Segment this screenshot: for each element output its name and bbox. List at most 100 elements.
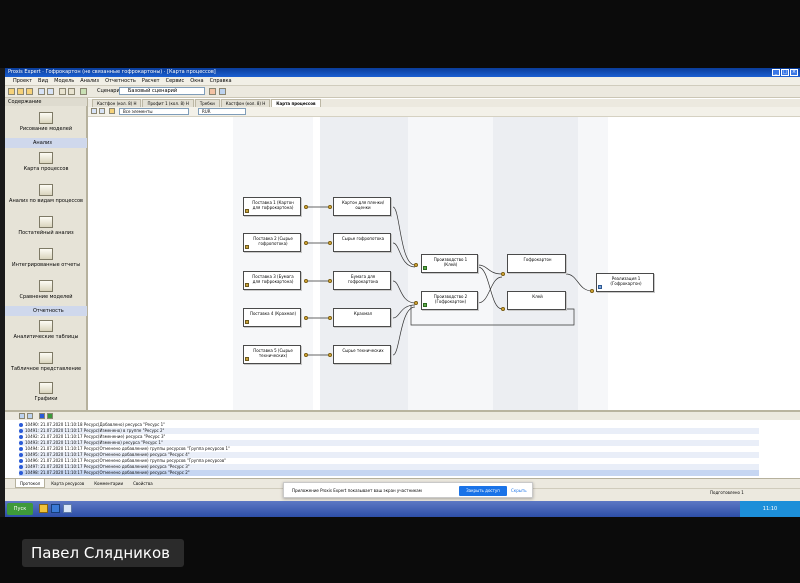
scenario-edit-icon[interactable] <box>209 88 216 95</box>
info-icon <box>19 423 23 427</box>
node-resource-3[interactable]: Бумага для гофрокартона <box>333 271 391 290</box>
production-icon <box>423 303 427 307</box>
app-icon[interactable] <box>63 504 72 513</box>
menu-view[interactable]: Вид <box>38 78 49 84</box>
node-supply-5[interactable]: Поставка 5 (Сырье технических) <box>243 345 301 364</box>
close-icon[interactable]: × <box>790 69 798 76</box>
log-toolbar <box>5 412 800 420</box>
port-icon <box>328 241 332 245</box>
save-icon[interactable] <box>26 88 33 95</box>
log-panel: 10490: 21.07.2020 11:10:18 Ресурс(Добавл… <box>5 410 800 478</box>
node-output-glue[interactable]: Клей <box>507 291 566 310</box>
log-line: 10490: 21.07.2020 11:10:18 Ресурс(Добавл… <box>19 422 759 428</box>
menu-help[interactable]: Справка <box>209 78 232 84</box>
document-area: Кастфон (кол. 8) Н Профит 1 (кол. 8) Н Т… <box>87 98 800 410</box>
sidebar-item-analysis[interactable]: Анализ <box>5 138 87 148</box>
clear-icon[interactable] <box>27 413 33 419</box>
sidebar-item-tabular[interactable]: Табличное представление <box>5 352 87 372</box>
undo-icon[interactable] <box>59 88 66 95</box>
status-text: Подготовлено 1 <box>710 490 744 495</box>
zoom-icon[interactable] <box>109 108 115 114</box>
log-line: 10496: 21.07.2020 11:10:17 Ресурс(Отмене… <box>19 458 759 464</box>
menu-model[interactable]: Модель <box>54 78 75 84</box>
port-icon <box>304 241 308 245</box>
tab-resource-map[interactable]: Карта ресурсов <box>51 481 85 486</box>
node-production-2[interactable]: Производство 2 (Гофрокартон) <box>421 291 478 310</box>
tab-trebki[interactable]: Требки <box>194 99 220 107</box>
filter-icon[interactable] <box>19 413 25 419</box>
browser-icon[interactable] <box>51 504 60 513</box>
node-supply-2[interactable]: Поставка 2 (Сырье гофропотока) <box>243 233 301 252</box>
scenario-select[interactable]: Базовый сценарий <box>119 87 205 95</box>
cut-icon[interactable] <box>38 88 45 95</box>
ok-icon[interactable] <box>47 413 53 419</box>
node-supply-1[interactable]: Поставка 1 (Картон для гофрокартона) <box>243 197 301 216</box>
node-supply-3[interactable]: Поставка 3 (Бумага для гофрокартона) <box>243 271 301 290</box>
copy-icon[interactable] <box>47 88 54 95</box>
info-icon <box>19 459 23 463</box>
sidebar-item-tables[interactable]: Аналитические таблицы <box>5 320 87 340</box>
log-line: 10494: 21.07.2020 11:10:17 Ресурс(Отмене… <box>19 446 759 452</box>
node-resource-2[interactable]: Сырье гофропотока <box>333 233 391 252</box>
maximize-icon[interactable]: □ <box>781 69 789 76</box>
port-icon <box>328 316 332 320</box>
folder-icon[interactable] <box>39 504 48 513</box>
redo-icon[interactable] <box>68 88 75 95</box>
port-icon <box>501 272 505 276</box>
elements-filter-select[interactable]: Все элементы <box>119 108 189 115</box>
minimize-icon[interactable]: _ <box>772 69 780 76</box>
graph-icon <box>39 382 53 394</box>
calc-icon[interactable] <box>80 88 87 95</box>
process-map-canvas[interactable]: Поставка 1 (Картон для гофрокартона) Пос… <box>88 117 800 410</box>
node-production-1[interactable]: Производство 1 (Клей) <box>421 254 478 273</box>
sidebar-item-integrated[interactable]: Интегрированные отчеты <box>5 248 87 268</box>
sidebar-item-graphs[interactable]: Графики <box>5 382 87 402</box>
share-message: Приложение Proxis Expert показывает ваш … <box>292 488 422 493</box>
node-supply-4[interactable]: Поставка 4 (Крахмал) <box>243 308 301 327</box>
new-icon[interactable] <box>8 88 15 95</box>
open-icon[interactable] <box>17 88 24 95</box>
tab-process-map[interactable]: Карта процессов <box>271 99 321 107</box>
tab-properties[interactable]: Свойства <box>133 481 153 486</box>
sidebar-item-reports[interactable]: Отчетность <box>5 306 87 316</box>
forward-icon[interactable] <box>99 108 105 114</box>
hide-button[interactable]: Скрыть <box>511 488 527 493</box>
port-icon <box>590 289 594 293</box>
log-line: 10493: 21.07.2020 11:10:17 Ресурс(Измене… <box>19 440 759 446</box>
sidebar-item-itemized[interactable]: Постатейный анализ <box>5 216 87 236</box>
tab-profit-1[interactable]: Профит 1 (кол. 8) Н <box>142 99 194 107</box>
sidebar-item-compare[interactable]: Сравнение моделей <box>5 280 87 300</box>
node-output-corrugated[interactable]: Гофрокартон <box>507 254 566 273</box>
log-line: 10495: 21.07.2020 11:10:17 Ресурс(Отмене… <box>19 452 759 458</box>
stop-sharing-button[interactable]: Закрыть доступ <box>459 486 507 496</box>
sidebar-item-process-map[interactable]: Карта процессов <box>5 152 87 172</box>
edge-m2-o1 <box>477 276 503 304</box>
sidebar-item-process-types[interactable]: Анализ по видам процессов <box>5 184 87 204</box>
menu-analysis[interactable]: Анализ <box>80 78 100 84</box>
supply-icon <box>245 283 249 287</box>
tab-castfon-2[interactable]: Кастфон (кол. 8) Н <box>220 99 271 107</box>
scenario-refresh-icon[interactable] <box>219 88 226 95</box>
tab-castfon-1[interactable]: Кастфон (кол. 8) Н <box>92 99 142 107</box>
edge-o1-r1 <box>565 273 593 292</box>
drawing-icon <box>39 112 53 124</box>
menu-reports[interactable]: Отчетность <box>105 78 136 84</box>
currency-select[interactable]: RUR <box>198 108 246 115</box>
menu-windows[interactable]: Окна <box>190 78 204 84</box>
menu-calc[interactable]: Расчет <box>141 78 160 84</box>
log-line: 10492: 21.07.2020 11:10:17 Ресурс(Измене… <box>19 434 759 440</box>
node-resource-1[interactable]: Картон для пленки/оценки <box>333 197 391 216</box>
tab-comments[interactable]: Комментарии <box>94 481 124 486</box>
menu-project[interactable]: Проект <box>13 78 33 84</box>
node-resource-4[interactable]: Крахмал <box>333 308 391 327</box>
start-button[interactable]: Пуск <box>7 503 33 515</box>
sidebar-item-drawing[interactable]: Рисование моделей <box>5 112 87 132</box>
node-sale-1[interactable]: Реализация 1 (Гофрокартон) <box>596 273 654 292</box>
menu-service[interactable]: Сервис <box>165 78 185 84</box>
left-edge <box>0 68 5 517</box>
back-icon[interactable] <box>91 108 97 114</box>
edge-p5-m2 <box>392 306 416 356</box>
info-icon[interactable] <box>39 413 45 419</box>
tab-protocol[interactable]: Протокол <box>15 479 46 488</box>
node-resource-5[interactable]: Сырье технических <box>333 345 391 364</box>
